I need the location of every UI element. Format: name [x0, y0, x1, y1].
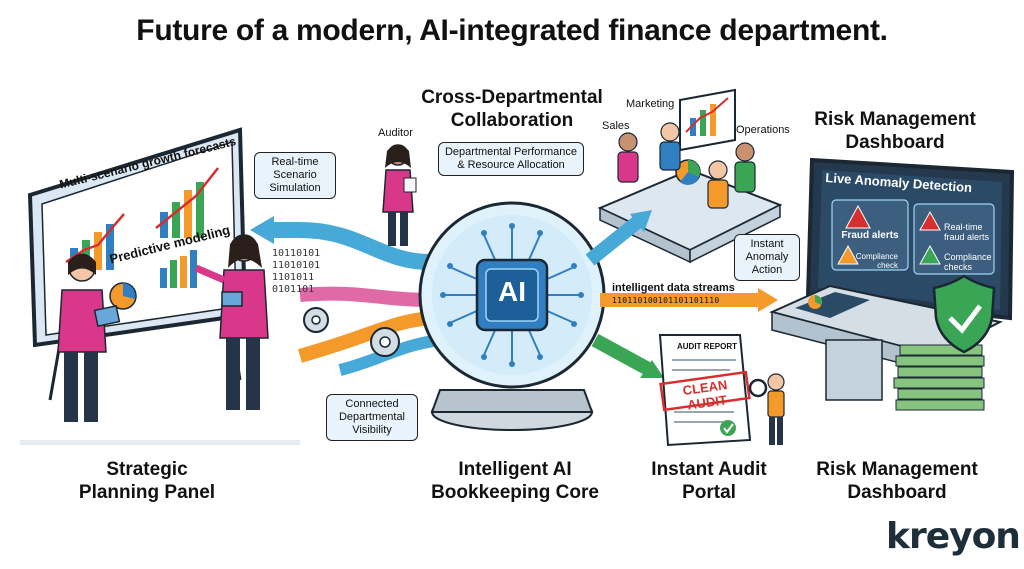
label-risk-dashboard-top: Risk Management Dashboard	[814, 109, 976, 153]
kreyon-logo: kreyon	[886, 516, 1021, 557]
page-title: Future of a modern, AI-integrated financ…	[136, 14, 888, 47]
dashboard-compliance-checks: Compliance checks	[944, 252, 992, 272]
binary-row: 11010101	[272, 260, 321, 271]
auditor-figure	[382, 144, 417, 246]
label-ai-bookkeeping-core: Intelligent AI Bookkeeping Core	[431, 459, 599, 503]
risk-dashboard-monitor	[769, 157, 1015, 411]
binary-stream-block: 10110101 11010101 1101011 0101101	[272, 248, 320, 296]
collaboration-meeting	[597, 88, 783, 264]
person-label-sales: Sales	[602, 120, 630, 132]
data-flow-arrows-left	[250, 216, 441, 376]
ai-chip-label: AI	[498, 276, 526, 307]
audit-report-header: AUDIT REPORT	[677, 342, 737, 351]
dashboard-realtime-fraud: Real-time fraud alerts	[944, 222, 990, 242]
data-streams-label: intelligent data streams	[612, 282, 735, 294]
inspector-figure	[748, 373, 785, 445]
callout-connected-visibility: Connected Departmental Visibility	[326, 394, 418, 441]
data-flow-arrows-right	[585, 210, 778, 378]
label-strategic-planning: Strategic Planning Panel	[78, 459, 216, 503]
binary-row: 0101101	[272, 284, 315, 295]
dashboard-compliance-check: Compliance check	[855, 252, 898, 270]
data-streams-bits: 110110100101101101110	[612, 296, 720, 305]
analyst-figure-1	[57, 253, 121, 422]
label-audit-portal: Instant Audit Portal	[651, 459, 767, 503]
label-cross-departmental: Cross-Departmental Collaboration	[421, 87, 603, 131]
strategic-planning-board	[20, 127, 300, 445]
person-label-auditor: Auditor	[378, 127, 413, 139]
callout-instant-anomaly: Instant Anomaly Action	[734, 234, 800, 281]
analyst-figure-2	[194, 234, 269, 410]
audit-report-document	[658, 334, 752, 447]
dashboard-fraud-alerts: Fraud alerts	[841, 230, 899, 241]
person-label-marketing: Marketing	[626, 98, 675, 110]
label-risk-dashboard-bottom: Risk Management Dashboard	[816, 459, 978, 503]
callout-departmental-performance: Departmental Performance & Resource Allo…	[438, 142, 584, 176]
binary-row: 10110101	[272, 248, 321, 259]
binary-row: 1101011	[272, 272, 315, 283]
callout-realtime-simulation: Real-time Scenario Simulation	[254, 152, 336, 199]
ai-core-sphere	[418, 201, 606, 431]
person-label-operations: Operations	[736, 124, 790, 136]
